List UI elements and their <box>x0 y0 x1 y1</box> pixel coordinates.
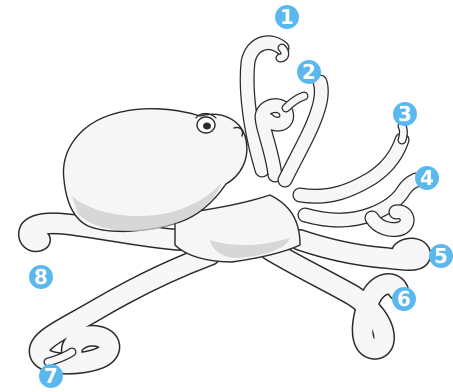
svg-text:6: 6 <box>397 287 411 311</box>
svg-text:5: 5 <box>434 244 448 268</box>
label-badge-2: 2 <box>297 60 321 84</box>
svg-text:1: 1 <box>280 5 294 29</box>
arm-7 <box>40 255 210 364</box>
svg-text:4: 4 <box>420 166 434 190</box>
svg-text:7: 7 <box>44 364 58 388</box>
label-badge-1: 1 <box>275 5 299 29</box>
svg-text:3: 3 <box>398 102 412 126</box>
label-badge-4: 4 <box>415 166 439 190</box>
arm-3 <box>300 126 404 196</box>
label-badge-3: 3 <box>393 102 417 126</box>
arm-5 <box>300 240 420 260</box>
label-badge-6: 6 <box>392 287 416 311</box>
label-badge-8: 8 <box>29 265 53 289</box>
label-badge-7: 7 <box>39 364 63 388</box>
svg-text:8: 8 <box>34 265 48 289</box>
svg-text:2: 2 <box>302 60 316 84</box>
label-badge-5: 5 <box>429 244 453 268</box>
